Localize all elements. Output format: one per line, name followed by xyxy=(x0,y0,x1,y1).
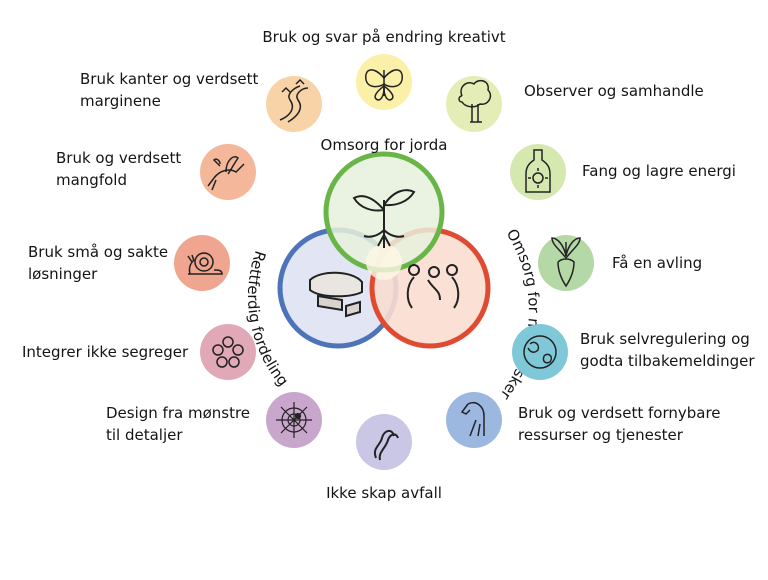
principle-p4-label: Bruk selvregulering og godta tilbakemeld… xyxy=(580,330,755,370)
principle-p11 xyxy=(266,76,322,132)
principle-p10 xyxy=(200,144,256,200)
hummingbird-icon xyxy=(207,156,245,191)
venn-diagram xyxy=(277,151,491,349)
principle-p11-label: Bruk kanter og verdsett marginene xyxy=(80,70,259,110)
principle-p7-label: Design fra mønstre til detaljer xyxy=(106,404,251,444)
river-icon xyxy=(279,78,309,123)
principle-p3 xyxy=(538,235,594,291)
principle-p5-label: Bruk og verdsett fornybare ressurser og … xyxy=(518,404,721,444)
principle-p4 xyxy=(512,324,568,380)
principle-p1-label: Observer og samhandle xyxy=(524,82,704,100)
spiderweb-icon xyxy=(276,402,312,438)
principle-p9 xyxy=(174,235,230,291)
seedling-icon xyxy=(352,189,416,248)
earth-care-label: Omsorg for jorda xyxy=(320,136,448,154)
principle-p7 xyxy=(266,392,322,448)
principle-p6-label: Ikke skap avfall xyxy=(326,484,442,502)
principle-p3-label: Få en avling xyxy=(612,254,703,272)
principle-p1 xyxy=(446,76,502,132)
radish-icon xyxy=(551,237,581,288)
principle-p12-label: Bruk og svar på endring kreativt xyxy=(262,28,506,46)
principle-p12 xyxy=(356,54,412,110)
worm-icon xyxy=(373,430,399,461)
globe-icon xyxy=(523,335,557,369)
horse-icon xyxy=(460,402,485,437)
principle-p5 xyxy=(446,392,502,448)
principle-p8-label: Integrer ikke segreger xyxy=(22,343,189,361)
principle-p8 xyxy=(200,324,256,380)
circles-icon xyxy=(212,336,244,368)
bottle-sun-icon xyxy=(525,149,551,193)
principle-p2 xyxy=(510,144,566,200)
principle-p10-label: Bruk og verdsett mangfold xyxy=(56,149,182,189)
butterfly-icon xyxy=(365,69,403,101)
tree-icon xyxy=(458,79,492,123)
principle-p2-label: Fang og lagre energi xyxy=(582,162,736,180)
people-icon xyxy=(406,264,460,309)
shared-pie-icon xyxy=(309,271,363,318)
snail-icon xyxy=(187,252,223,275)
principle-p6 xyxy=(356,414,412,470)
principle-p9-label: Bruk små og sakte løsninger xyxy=(28,243,169,283)
